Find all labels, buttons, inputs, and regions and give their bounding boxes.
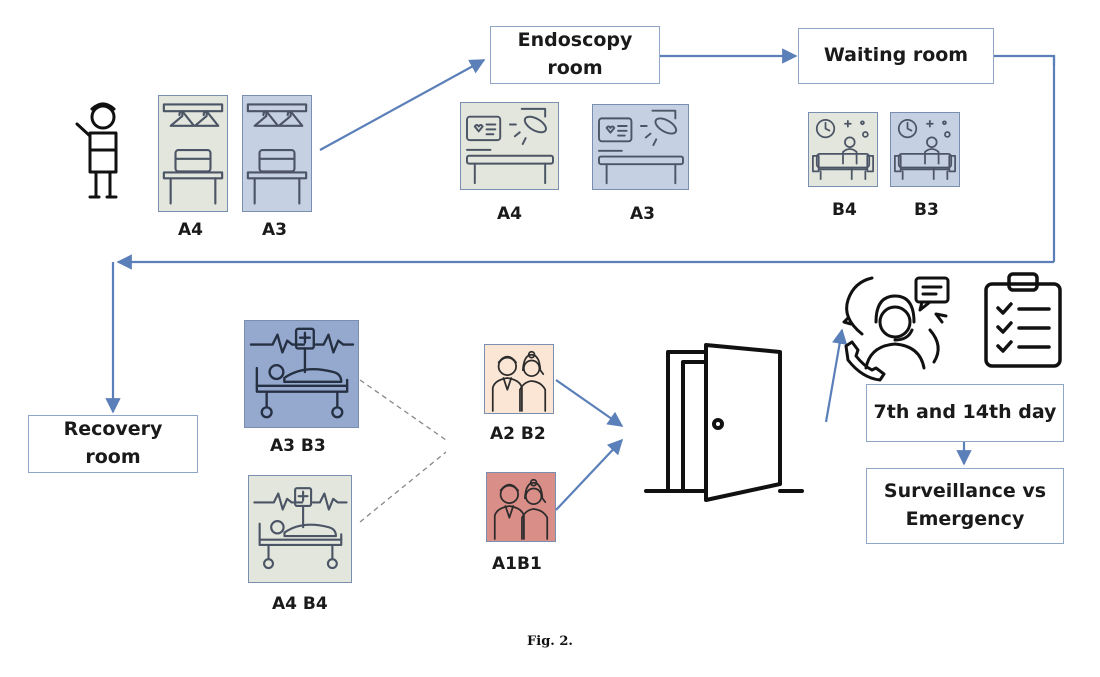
dashed-link-lower [359, 451, 447, 523]
endoscopy-tile-a3 [592, 104, 689, 190]
recovery-tile-a3b3 [244, 320, 359, 428]
label-recovery-a3b3: A3 B3 [270, 436, 326, 456]
hospital-bed-iv-heartbeat-icon [253, 487, 348, 570]
clock-sofa-person-icon [812, 118, 874, 181]
label-dressing-a4: A4 [178, 220, 203, 240]
label-endoscopy-a3: A3 [630, 204, 655, 224]
label-discharge-a2b2: A2 B2 [490, 424, 546, 444]
couple-icon [491, 350, 547, 412]
arrow-to-endoscopy [319, 59, 486, 151]
locker-hanger-bench-icon [246, 103, 308, 205]
figure-caption: Fig. 2. [527, 634, 573, 649]
followup-days-box: 7th and 14th day [866, 384, 1064, 442]
label-discharge-a1b1: A1B1 [492, 554, 542, 574]
label-waiting-b3: B3 [914, 200, 939, 220]
waiting-tile-b3 [890, 112, 960, 187]
dressing-tile-a4 [158, 95, 228, 212]
clock-sofa-person-icon [894, 118, 956, 181]
arrow-a1b1-to-door [555, 438, 624, 511]
recovery-room-box: Recovery room [28, 415, 198, 473]
endoscopy-room-box: Endoscopy room [490, 26, 660, 84]
waiting-room-box: Waiting room [798, 28, 994, 84]
monitor-surgical-light-bed-icon [598, 109, 684, 185]
discharge-tile-a1b1 [486, 472, 556, 542]
locker-hanger-bench-icon [162, 103, 224, 205]
monitor-surgical-light-bed-icon [466, 107, 554, 185]
label-recovery-a4b4: A4 B4 [272, 594, 328, 614]
label-waiting-b4: B4 [832, 200, 857, 220]
arrow-a2b2-to-door [555, 379, 624, 427]
outcome-box: Surveillance vs Emergency [866, 468, 1064, 544]
waiting-tile-b4 [808, 112, 878, 187]
couple-icon [493, 478, 549, 540]
label-dressing-a3: A3 [262, 220, 287, 240]
endoscopy-tile-a4 [460, 102, 559, 190]
arrow-to-call [824, 328, 848, 423]
recovery-tile-a4b4 [248, 475, 352, 583]
label-endoscopy-a4: A4 [497, 204, 522, 224]
dressing-tile-a3 [242, 95, 312, 212]
hospital-bed-iv-heartbeat-icon [249, 327, 355, 419]
discharge-tile-a2b2 [484, 344, 554, 414]
